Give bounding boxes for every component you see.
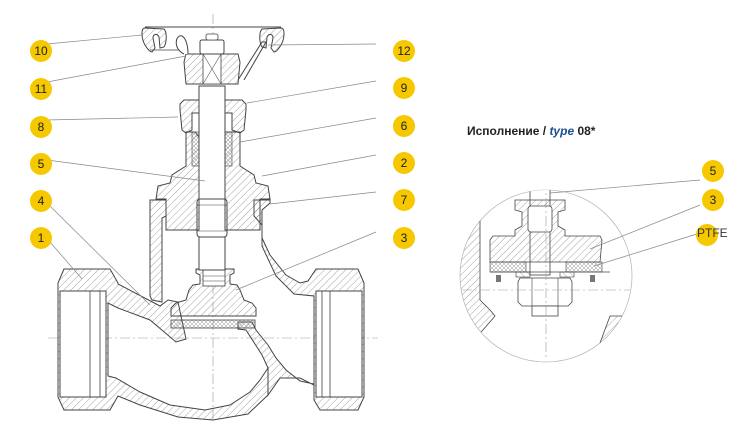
detail-view-type-08 — [459, 179, 701, 363]
detail-callout-3: 3 — [702, 189, 724, 211]
callout-8: 8 — [30, 116, 52, 138]
detail-callout-ptfe-badge — [696, 224, 718, 246]
disc-nut — [202, 269, 226, 287]
detail-title-suffix: 08* — [574, 124, 596, 138]
callout-9: 9 — [393, 77, 415, 99]
body-neck-left — [149, 199, 167, 303]
detail-callout-ptfe: PTFE — [697, 226, 728, 240]
detail-callout-5: 5 — [702, 160, 724, 182]
detail-title: Исполнение / type 08* — [467, 124, 595, 138]
disc — [170, 268, 257, 317]
leader-lines — [46, 34, 377, 306]
seat-ring — [170, 319, 256, 329]
callout-6: 6 — [393, 115, 415, 137]
callout-1: 1 — [30, 227, 52, 249]
ptfe-seal-left — [489, 261, 527, 273]
main-valve-section — [46, 14, 378, 421]
callout-3: 3 — [393, 227, 415, 249]
handwheel-rim-left — [141, 27, 167, 53]
stem — [198, 85, 226, 271]
gland-nut — [179, 99, 200, 134]
packing-left — [191, 131, 200, 167]
packing-right — [224, 131, 233, 167]
detail-leader-lines — [549, 179, 701, 267]
callout-4: 4 — [30, 190, 52, 212]
handwheel-nut — [199, 39, 225, 55]
handwheel-spoke — [175, 35, 189, 55]
callout-5: 5 — [30, 153, 52, 175]
detail-title-prefix: Исполнение / — [467, 124, 550, 138]
ptfe-seal-right — [565, 261, 603, 273]
callout-12: 12 — [393, 40, 415, 62]
left-port-bore — [59, 290, 107, 398]
body-left-port — [57, 268, 269, 421]
detail-title-accent: type — [549, 124, 575, 138]
callout-7: 7 — [393, 189, 415, 211]
callout-10: 10 — [30, 40, 52, 62]
callout-2: 2 — [393, 152, 415, 174]
right-port-bore — [315, 290, 363, 398]
callout-11: 11 — [30, 78, 52, 100]
